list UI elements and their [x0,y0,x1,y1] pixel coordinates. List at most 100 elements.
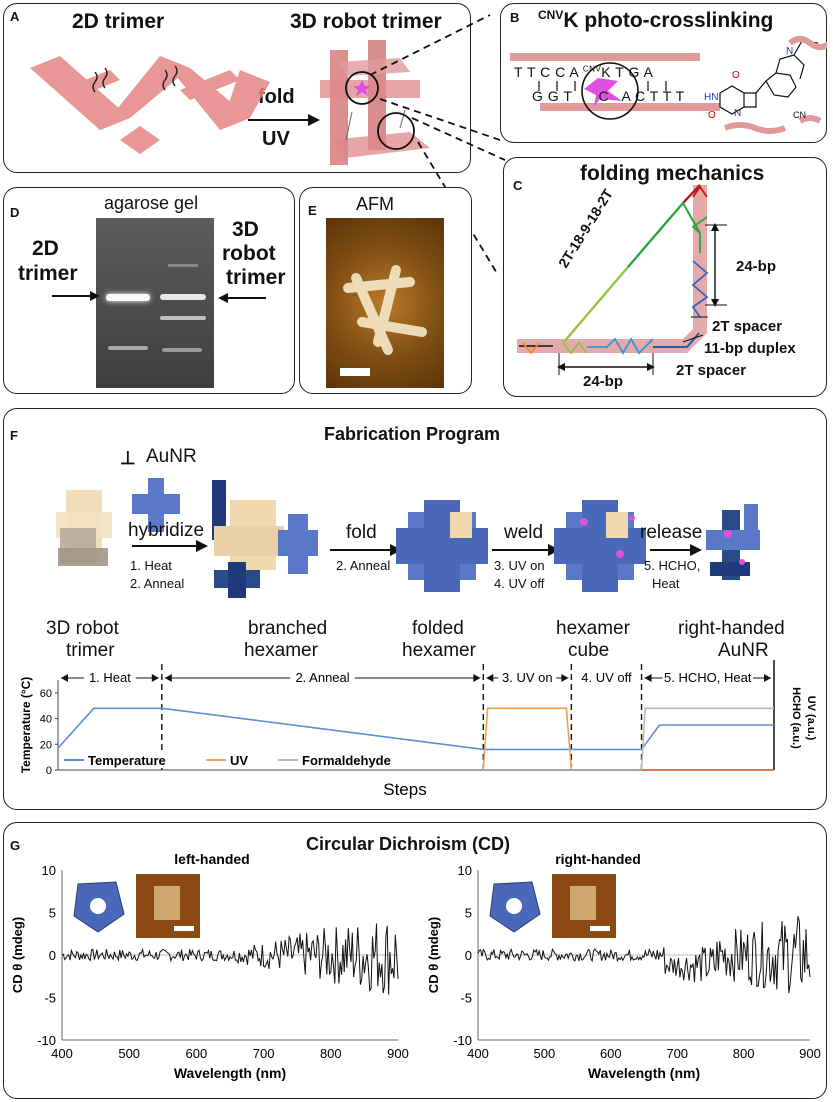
folded-hexamer-cartoon [396,500,488,592]
chem-n-bottom: N [734,108,742,119]
cd-x-tick-label: 400 [51,1046,73,1061]
seq-top-10: A [643,64,654,80]
seq-top-cnv: CNV [582,64,602,74]
seq-top-2: T [526,64,536,80]
aunr-icon: ⊥ [120,448,136,468]
cd-x-tick-label: 900 [387,1046,409,1061]
cd-y-tick-label: 5 [465,906,472,921]
panel-c-title: folding mechanics [580,162,765,185]
spacer-label-2: 2T spacer [676,362,747,379]
panel-a-title-right: 3D robot trimer [290,10,442,33]
cd-y-tick-label: 10 [42,863,56,878]
panel-c [503,157,827,397]
legend-bg [204,750,256,768]
step-release-sub1: 5. HCHO, [644,558,701,573]
cd-y-axis-label: CD θ (mdeg) [10,917,25,993]
cd-y-tick-label: 0 [465,948,472,963]
step-release: release [640,522,703,543]
gel-label-3d-l3: trimer [226,266,286,289]
gel-band-3d-mid [160,316,206,320]
seq-bottom: G G T C A C T T T [532,88,685,104]
panel-a-art [30,40,430,165]
panel-f-label: F [10,428,18,443]
stage-2-l1: branched [248,618,328,639]
cd-x-tick-label: 800 [733,1046,755,1061]
gel-label-3d-l2: robot [222,242,276,265]
cd-y-tick-label: -5 [44,991,56,1006]
afm-structure [343,265,427,355]
cd-x-tick-label: 400 [467,1046,489,1061]
legend-label: Formaldehyde [302,753,391,768]
x-axis-label: Steps [383,780,426,799]
stage-3-l2: hexamer [402,640,476,661]
panel-b-title: CNVK photo-crosslinking [538,8,773,33]
panel-a-label: A [10,9,20,24]
phase-arrow-right [561,674,569,682]
cd-x-tick-label: 700 [666,1046,688,1061]
cd-chart-title: left-handed [174,851,249,867]
crosslink-star-icon [584,78,622,107]
vertical-dim-label: 24-bp [736,258,777,275]
y-tick-label: 20 [40,739,52,751]
linker-strands [92,65,178,93]
cd-spectrum-line [61,923,399,995]
aunr-cross-icon [132,478,180,532]
y-tick-label: 40 [40,714,52,726]
seq-top-9: G [628,64,640,80]
chem-cn: CN [793,110,806,120]
strand-bottom [540,103,720,111]
cd-y-tick-label: -5 [460,991,472,1006]
stage-1-l1: 3D robot [46,618,119,639]
gel-label-3d-l1: 3D [232,218,259,241]
cd-x-tick-label: 600 [600,1046,622,1061]
chem-hn: HN [704,92,719,103]
seq-bot-2: G [547,88,560,104]
legend-bg [276,750,408,768]
chem-o-bottom: O [708,110,716,121]
phase-label-bg [84,670,136,686]
gel-band-3d-upper [160,294,206,300]
y-tick-label: 60 [40,688,52,700]
gel-band-top [168,264,198,267]
spacer-label-1: 2T spacer [712,318,783,335]
legend-bg [62,750,186,768]
duplex-label: 11-bp duplex [704,340,796,357]
cd-inset-cartoon [73,881,125,933]
folded-strand [517,185,707,353]
step-hyb-sub1: 1. Heat [130,558,172,573]
formaldehyde-line [640,707,774,771]
cd-x-tick-label: 500 [534,1046,556,1061]
fold-arrow-head [308,114,320,126]
temperature-line [57,707,774,751]
panel-c-label: C [513,178,523,193]
stage-2-l2: hexamer [244,640,318,661]
seq-top-1: T [514,64,523,80]
phase-label-bg [498,670,557,686]
aunr-label: AuNR [146,446,197,467]
stage-4-l1: hexamer [556,618,630,639]
cd-x-axis-label: Wavelength (nm) [588,1065,700,1081]
chem-n-top: N [786,46,794,57]
gel-arrow-right [218,293,266,303]
seq-top-4: C [555,64,566,80]
phase-arrow-right [764,674,771,682]
seq-bot-1: G [532,88,544,104]
step-hyb-sub2: 2. Anneal [130,576,185,591]
seq-top-5: A [569,64,579,80]
stage-3-l1: folded [412,618,464,639]
y-tick-label: 0 [46,765,52,777]
cd-inset-afm-feature [154,886,180,920]
cd-x-axis-label: Wavelength (nm) [174,1065,286,1081]
afm-image [326,218,444,388]
seq-top-3: C [540,64,551,80]
cd-y-tick-label: 10 [458,863,472,878]
gel-band-2d [106,294,150,301]
stage-1-l2: trimer [66,640,115,661]
cd-y-tick-label: -10 [453,1033,472,1048]
seq-bot-10: T [675,88,685,104]
stage-5-l1: right-handed [678,618,785,639]
cd-inset-hole [90,898,106,914]
gel-band-2d-low [108,346,148,350]
